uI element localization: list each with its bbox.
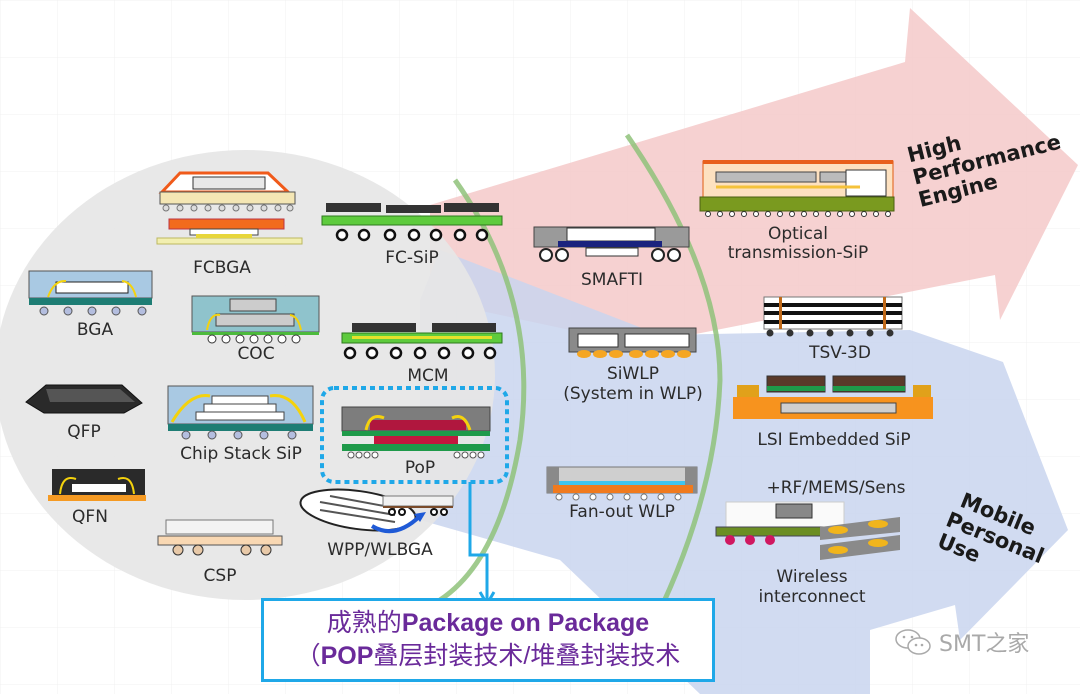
watermark-text: SMT之家 [939,632,1030,657]
watermark: SMT之家 [893,626,1029,658]
tsv-3d-illustration [763,296,903,337]
label-qfp: QFP [67,422,101,442]
label-siwlp: SiWLP [606,364,660,384]
callout-line-1: 成熟的Package on Package [326,609,650,637]
mobile-personal-arrow [420,250,1068,694]
label-csp: CSP [203,566,237,586]
csp-illustration [157,519,283,556]
siwlp-illustration [568,327,697,358]
label-tsv-3d: TSV-3D [809,343,871,363]
label-fc-sip: FC-SiP [385,248,439,268]
pop-callout-box: 成熟的Package on Package （POP叠层封装技术/堆叠封装技术 [261,598,715,682]
lsi-embedded-sip-illustration [733,375,933,419]
smafti-illustration [533,226,690,262]
fc-sip-illustration [321,203,503,242]
coc-illustration [191,295,320,344]
generation-arc-1 [438,178,527,603]
fan-out-wlp-illustration [546,466,698,501]
label-wireless-sub: interconnect [758,587,866,607]
label-coc: COC [237,344,275,364]
qfp-illustration [25,384,143,414]
pop-illustration [341,406,491,459]
callout-line-2: （POP叠层封装技术/堆叠封装技术 [295,642,681,670]
mcm-illustration [341,323,503,360]
label-qfn: QFN [72,507,108,527]
label-optical-sub: transmission-SiP [727,243,869,263]
label-siwlp-sub: (System in WLP) [563,384,703,404]
label-optical: Optical [767,224,829,244]
chip-stack-sip-illustration [167,385,314,440]
bga-illustration [28,270,153,316]
label-wireless: Wireless [776,567,848,587]
wpp-wlbga-illustration [299,488,454,534]
label-fan-out-wlp: Fan-out WLP [569,502,675,522]
label-smafti: SMAFTI [581,270,643,290]
label-lsi-embedded-sip: LSI Embedded SiP [757,430,911,450]
label-wpp-wlbga: WPP/WLBGA [327,540,433,560]
qfn-illustration [48,469,146,501]
label-fcbga: FCBGA [193,258,251,278]
wireless-interconnect-illustration [715,501,900,560]
generation-arc-2 [624,133,723,652]
optical-sip-illustration [699,160,895,217]
label-rf-mems: +RF/MEMS/Sens [766,478,906,498]
label-pop: PoP [404,458,436,478]
wechat-icon [895,629,931,655]
label-chip-stack-sip: Chip Stack SiP [180,444,302,464]
label-bga: BGA [76,320,114,340]
fcbga-illustration [156,171,303,245]
label-mcm: MCM [407,366,449,386]
